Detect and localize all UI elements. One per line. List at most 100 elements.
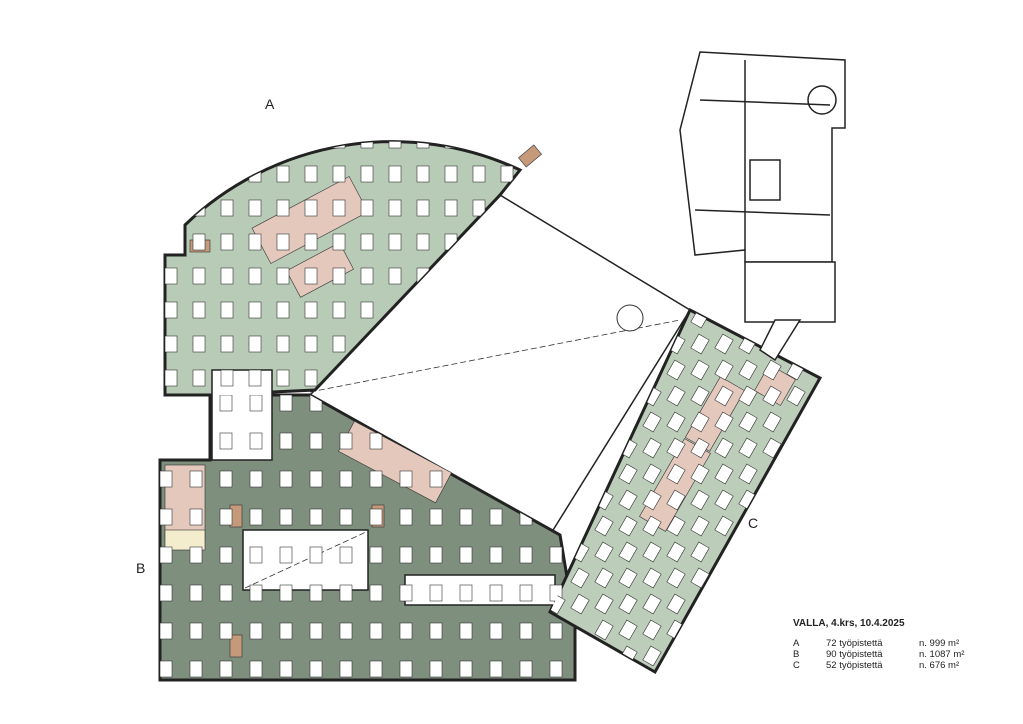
desk-cluster: [360, 301, 374, 319]
legend-workstations: 72 työpistettä: [826, 638, 883, 649]
desk-cluster: [570, 593, 590, 615]
desk-cluster: [360, 199, 374, 217]
desk-cluster: [594, 541, 614, 563]
legend-area: n. 999 m²: [919, 638, 960, 649]
desk-cluster: [642, 463, 662, 485]
desk-cluster: [399, 622, 413, 640]
desk-cluster: [399, 660, 413, 678]
desk-cluster: [738, 437, 758, 459]
desk-cluster: [309, 584, 323, 602]
desk-cluster: [642, 593, 662, 615]
desk-cluster: [189, 508, 203, 526]
desk-cluster: [165, 369, 178, 387]
desk-cluster: [165, 335, 178, 353]
desk-cluster: [429, 546, 443, 564]
zone-label-a: A: [265, 96, 275, 112]
desk-cluster: [666, 463, 686, 485]
desk-cluster: [690, 489, 710, 511]
desk-cluster: [429, 622, 443, 640]
desk-cluster: [762, 385, 782, 407]
desk-cluster: [642, 515, 662, 537]
desk-cluster: [279, 508, 293, 526]
desk-cluster: [388, 233, 402, 251]
desk-cluster: [618, 541, 638, 563]
desk-cluster: [666, 385, 686, 407]
desk-cluster: [219, 584, 233, 602]
desk-cluster: [416, 199, 430, 217]
desk-cluster: [249, 395, 263, 412]
desk-cluster: [160, 584, 173, 602]
desk-cluster: [388, 165, 402, 183]
desk-cluster: [459, 622, 473, 640]
desk-cluster: [248, 199, 262, 217]
desk-cluster: [666, 411, 686, 433]
desk-cluster: [642, 437, 662, 459]
legend-zone: B: [793, 649, 800, 660]
desk-cluster: [738, 385, 758, 407]
desk-cluster: [361, 98, 373, 114]
desk-cluster: [762, 437, 782, 459]
desk-cluster: [416, 165, 430, 183]
desk-cluster: [642, 645, 662, 667]
desk-cluster: [339, 546, 353, 564]
desk-cluster: [332, 335, 346, 353]
desk-cluster: [304, 267, 318, 285]
void-line: [244, 531, 367, 589]
stair-core-b: [404, 574, 556, 606]
desk-cluster: [690, 463, 710, 485]
desk-cluster: [192, 335, 206, 353]
desk-cluster: [276, 233, 290, 251]
desk-cluster: [399, 584, 413, 602]
desk-cluster: [276, 335, 290, 353]
desk-cluster: [279, 546, 293, 564]
desk-cluster: [417, 98, 429, 114]
desk-cluster: [519, 622, 533, 640]
desk-cluster: [690, 437, 710, 459]
desk-cluster: [189, 546, 203, 564]
desk-cluster: [666, 489, 686, 511]
desk-cluster: [618, 463, 638, 485]
spiral-stair: [616, 304, 644, 332]
desk-cluster: [279, 660, 293, 678]
desk-cluster: [429, 470, 443, 488]
desk-cluster: [279, 584, 293, 602]
desk-cluster: [690, 333, 710, 355]
desk-cluster: [690, 411, 710, 433]
desk-cluster: [248, 301, 262, 319]
desk-cluster: [738, 411, 758, 433]
desk-cluster: [279, 395, 293, 412]
desk-cluster: [399, 546, 413, 564]
desk-cluster: [489, 508, 503, 526]
legend-area: n. 676 m²: [919, 660, 960, 671]
desk-cluster: [500, 165, 514, 183]
desk-cluster: [360, 233, 374, 251]
desk-cluster: [690, 567, 710, 589]
desk-cluster: [666, 359, 686, 381]
desk-cluster: [279, 470, 293, 488]
legend-row-b: B 90 työpistettä n. 1087 m²: [793, 649, 964, 660]
desk-cluster: [192, 233, 206, 251]
desk-cluster: [248, 369, 262, 387]
desk-cluster: [618, 489, 638, 511]
desk-cluster: [160, 546, 173, 564]
zone-label-b: B: [136, 560, 146, 576]
desk-cluster: [714, 463, 734, 485]
quiet-room: [164, 529, 206, 551]
desk-cluster: [339, 584, 353, 602]
desk-cluster: [304, 335, 318, 353]
desk-cluster: [666, 593, 686, 615]
desk-cluster: [339, 508, 353, 526]
desk-cluster: [618, 567, 638, 589]
desk-cluster: [189, 622, 203, 640]
storage: [518, 144, 542, 168]
desk-cluster: [489, 546, 503, 564]
desk-cluster: [304, 165, 318, 183]
storage: [229, 634, 243, 658]
desk-cluster: [276, 199, 290, 217]
desk-cluster: [332, 301, 346, 319]
desk-cluster: [459, 660, 473, 678]
desk-cluster: [249, 546, 263, 564]
desk-cluster: [304, 301, 318, 319]
desk-cluster: [192, 301, 206, 319]
desk-cluster: [276, 165, 290, 183]
